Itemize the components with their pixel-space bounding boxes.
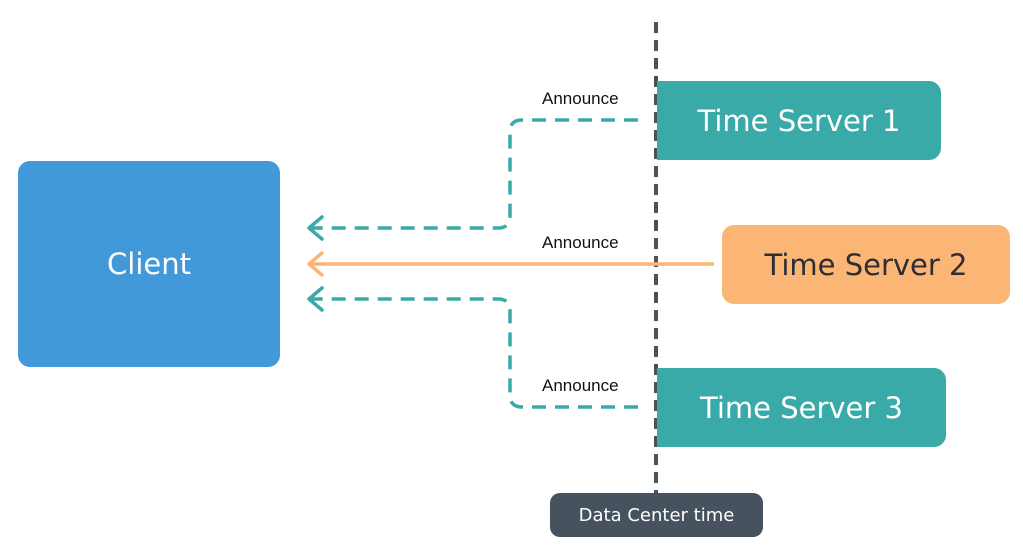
time-server-2-node: Time Server 2 (722, 225, 1010, 304)
time-server-1-label: Time Server 1 (697, 103, 901, 138)
connector-server-1-to-client (312, 118, 638, 230)
client-node: Client (18, 161, 280, 367)
arrowhead-server-2 (307, 251, 324, 277)
arrowhead-server-3 (307, 286, 324, 312)
data-center-time-badge: Data Center time (550, 493, 763, 537)
announce-label-2: Announce (542, 233, 619, 252)
client-label: Client (107, 247, 191, 281)
announce-label-1: Announce (542, 89, 619, 108)
time-server-2-label: Time Server 2 (764, 247, 968, 282)
data-center-time-label: Data Center time (578, 504, 735, 526)
announce-label-3: Announce (542, 376, 619, 395)
time-server-3-node: Time Server 3 (657, 368, 946, 447)
arrowhead-server-1 (307, 215, 324, 241)
time-server-3-label: Time Server 3 (700, 390, 903, 425)
connector-server-3-to-client (312, 297, 638, 409)
time-server-1-node: Time Server 1 (657, 81, 941, 160)
